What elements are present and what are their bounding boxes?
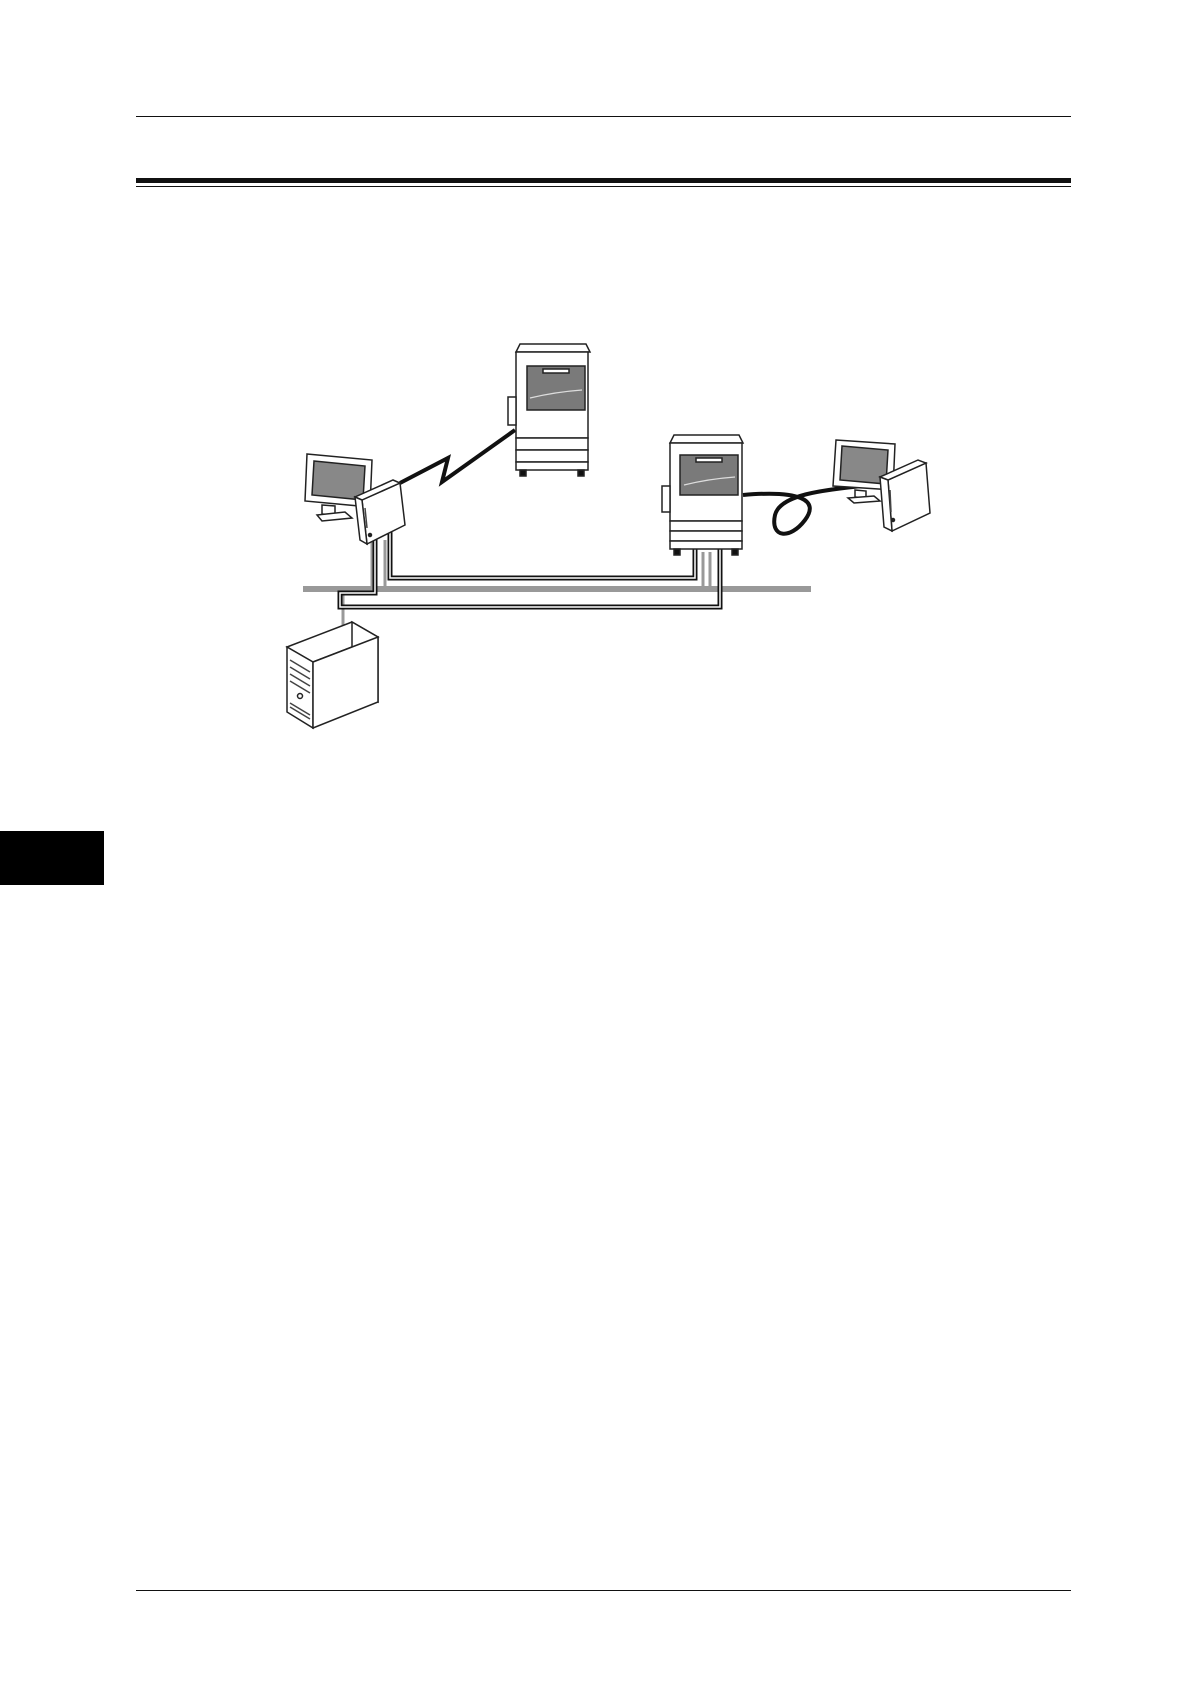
title-rule-thin <box>136 186 1071 187</box>
printer-wireless-icon <box>508 344 590 476</box>
wireless-link <box>400 430 515 483</box>
network-diagram <box>260 330 960 740</box>
printer-wired-icon <box>662 435 743 555</box>
header-rule <box>136 116 1071 117</box>
network-paths <box>340 530 720 607</box>
pc-right-icon <box>833 440 930 531</box>
chapter-tab <box>0 831 104 885</box>
server-icon <box>287 622 378 728</box>
pc-left-icon <box>305 454 405 544</box>
network-paths-inner <box>340 530 720 607</box>
title-rule-thick <box>136 178 1071 183</box>
footer-rule <box>136 1590 1071 1591</box>
direct-cable <box>743 485 872 534</box>
